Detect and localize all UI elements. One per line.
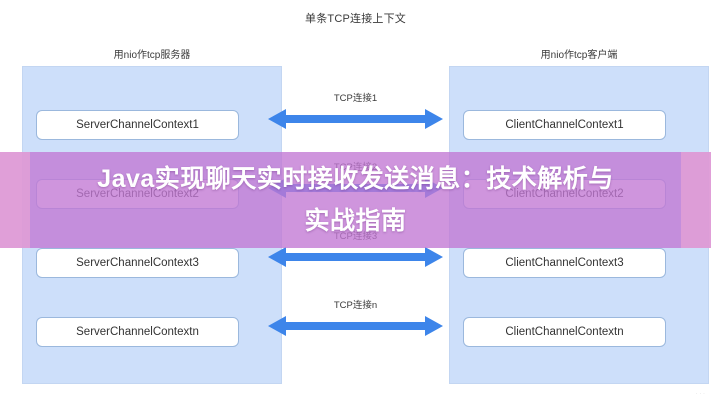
- column-header-client: 用nio作tcp客户端: [540, 50, 618, 61]
- connection-label-1: TCP连接1: [333, 93, 378, 104]
- title-banner-overlay: [0, 152, 711, 248]
- connection-group-n: TCP连接n: [268, 297, 443, 341]
- connection-label-n: TCP连接n: [333, 300, 378, 311]
- title-banner-edge-right: [681, 152, 711, 248]
- double-arrow-horizontal-icon: [268, 247, 443, 267]
- column-header-server: 用nio作tcp服务器: [113, 50, 191, 61]
- server-context-box-3[interactable]: ServerChannelContext3: [36, 248, 239, 278]
- double-arrow-horizontal-icon: [268, 316, 443, 336]
- connection-group-1: TCP连接1: [268, 90, 443, 134]
- title-banner-line-2: 实战指南: [304, 207, 407, 235]
- watermark: · · ·: [695, 391, 705, 397]
- diagram-title: 单条TCP连接上下文: [305, 13, 406, 25]
- double-arrow-horizontal-icon: [268, 109, 443, 129]
- client-context-box-3[interactable]: ClientChannelContext3: [463, 248, 666, 278]
- server-context-box-1[interactable]: ServerChannelContext1: [36, 110, 239, 140]
- client-context-box-1[interactable]: ClientChannelContext1: [463, 110, 666, 140]
- title-banner-edge-left: [0, 152, 30, 248]
- title-banner-text: Java实现聊天实时接收发送消息：技术解析与 实战指南: [0, 158, 711, 242]
- title-banner-line-1: Java实现聊天实时接收发送消息：技术解析与: [97, 165, 614, 193]
- client-context-box-n[interactable]: ClientChannelContextn: [463, 317, 666, 347]
- server-context-box-n[interactable]: ServerChannelContextn: [36, 317, 239, 347]
